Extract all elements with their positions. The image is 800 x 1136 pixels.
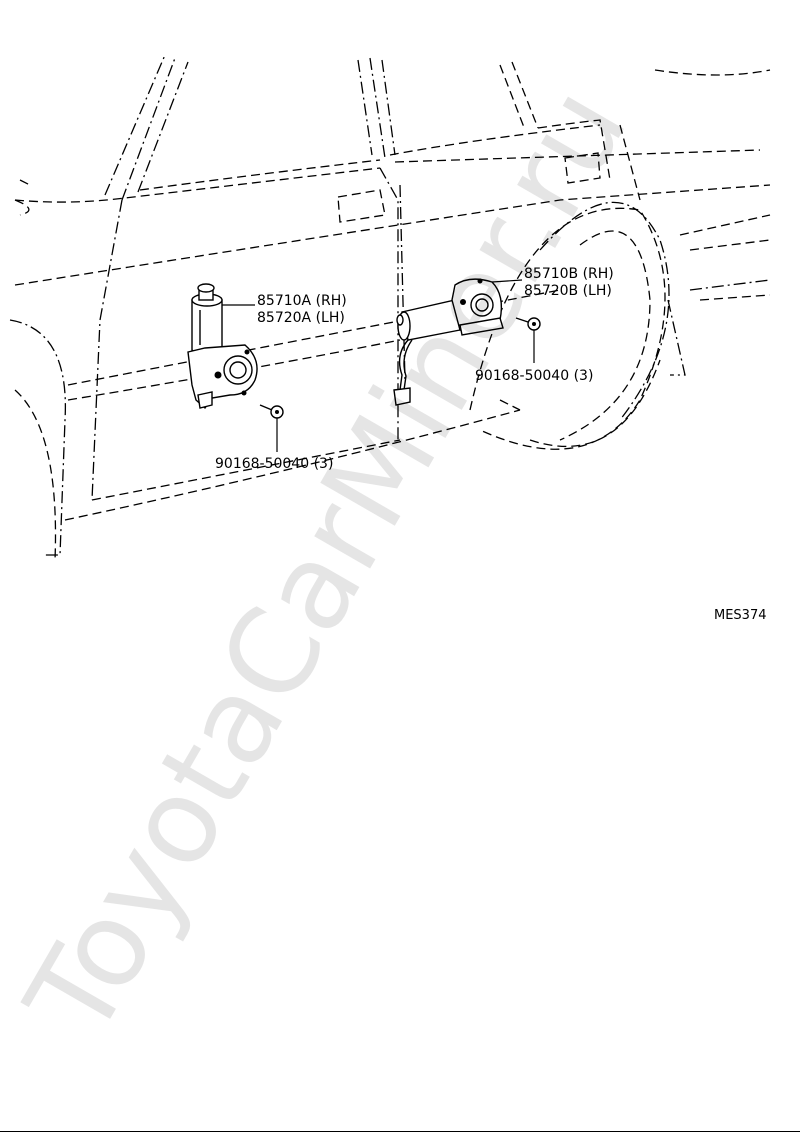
callout-rear-motor-lh: 85720B (LH) [524, 283, 612, 299]
callout-front-motor-rh: 85710A (RH) [257, 293, 347, 309]
callout-front-motor-lh: 85720A (LH) [257, 310, 345, 326]
callout-rear-motor-rh: 85710B (RH) [524, 266, 614, 282]
callout-front-screw: 90168-50040 (3) [215, 456, 333, 472]
bottom-rule [0, 1131, 800, 1132]
figure-code: MES374 [714, 608, 767, 623]
rear-window-motor [393, 278, 504, 406]
watermark: ToyotaCarMiner.ru [0, 65, 654, 1060]
front-mounting-screw [259, 404, 284, 419]
leader-lines [222, 279, 535, 452]
callout-rear-screw: 90168-50040 (3) [475, 368, 593, 384]
front-window-motor [187, 283, 258, 410]
